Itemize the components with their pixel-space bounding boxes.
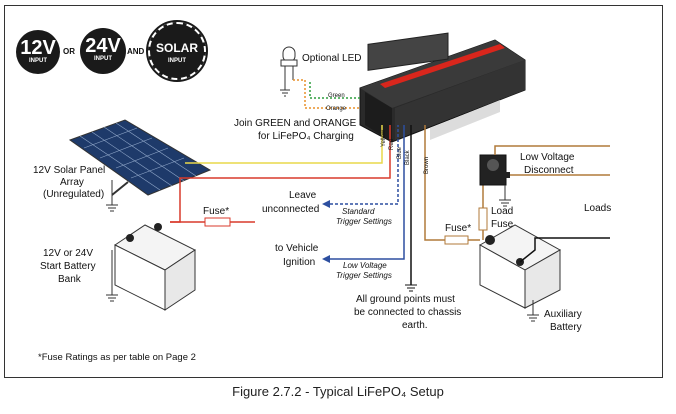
badge-solar-value: SOLAR [156, 41, 198, 55]
figure-caption: Figure 2.7.2 - Typical LiFePO₄ Setup [232, 384, 444, 399]
label-solar-panel-1: 12V Solar Panel [33, 165, 106, 176]
label-standard-2: Trigger Settings [336, 217, 392, 226]
blue-wire-dashed [325, 125, 399, 205]
load-wire-negative [519, 237, 610, 263]
badge-24v-value: 24V [85, 35, 121, 57]
label-vehicle-2: Ignition [283, 257, 316, 268]
label-standard-1: Standard [342, 207, 375, 216]
label-red-wire: Red [389, 138, 395, 150]
label-start-battery-2: Start Battery [40, 261, 96, 272]
label-join-line1: Join GREEN and ORANGE [234, 118, 357, 129]
label-leave-1: Leave [289, 190, 317, 201]
label-blue-wire: Blue [397, 146, 403, 159]
label-lvd-2: Disconnect [524, 165, 574, 176]
label-fuse-left: Fuse* [203, 206, 230, 217]
dc-charger-device [359, 32, 526, 143]
green-wire [309, 82, 360, 99]
label-fuse-right: Fuse* [445, 223, 472, 234]
label-loads: Loads [584, 203, 612, 214]
optional-led [280, 46, 298, 97]
label-solar-panel-3: (Unregulated) [43, 189, 105, 200]
label-brown-wire: Brown [424, 156, 430, 174]
label-vehicle-1: to Vehicle [275, 243, 319, 254]
label-orange-wire: Orange [326, 106, 347, 112]
label-load-fuse-2: Fuse [491, 219, 514, 230]
label-ground-3: earth. [402, 320, 428, 331]
footnote: *Fuse Ratings as per table on Page 2 [38, 352, 196, 363]
low-voltage-disconnect [479, 154, 511, 207]
label-optional-led: Optional LED [302, 53, 362, 64]
badge-24v-input: 24V INPUT [80, 28, 126, 74]
label-lowv-trigger-2: Trigger Settings [336, 271, 392, 280]
start-battery [106, 223, 196, 311]
label-lowv-trigger-1: Low Voltage [343, 261, 387, 270]
fuse-left [204, 217, 231, 227]
yellow-wire [185, 125, 383, 164]
badge-12v-sub: INPUT [29, 58, 47, 64]
label-solar-panel-2: Array [60, 177, 84, 188]
label-leave-2: unconnected [262, 204, 320, 215]
badge-24v-sub: INPUT [94, 56, 112, 62]
label-yellow-wire: Yellow [381, 129, 387, 147]
orange-wire [293, 79, 360, 109]
label-start-battery-3: Bank [58, 274, 81, 285]
fuse-right [444, 235, 469, 245]
badge-12v-value: 12V [20, 37, 56, 59]
blue-wire-solid [325, 125, 405, 260]
label-ground-1: All ground points must [356, 294, 455, 305]
load-fuse [478, 207, 488, 231]
brown-wire [424, 125, 480, 241]
load-wire-positive [494, 145, 610, 155]
badge-and-text: AND [127, 47, 145, 56]
label-green-wire: Green [328, 93, 345, 99]
badge-12v-input: 12V INPUT [16, 30, 60, 74]
badge-or-text: OR [63, 47, 75, 56]
blue-arrow-leave [322, 200, 330, 208]
auxiliary-battery [478, 224, 562, 322]
label-black-wire: Black [405, 150, 411, 165]
badge-solar-sub: INPUT [168, 58, 186, 64]
label-lvd-1: Low Voltage [520, 152, 575, 163]
label-aux-battery-1: Auxiliary [544, 309, 582, 320]
label-load-fuse-1: Load [491, 206, 514, 217]
label-start-battery-1: 12V or 24V [43, 248, 94, 259]
label-aux-battery-2: Battery [550, 322, 582, 333]
diagram-frame [4, 5, 663, 378]
label-ground-2: be connected to chassis [354, 307, 462, 318]
solar-panel [68, 119, 212, 212]
label-join-line2: for LiFePO₄ Charging [258, 131, 354, 142]
badge-solar-input: SOLAR INPUT [146, 20, 208, 82]
blue-arrow-ignition [322, 255, 330, 263]
